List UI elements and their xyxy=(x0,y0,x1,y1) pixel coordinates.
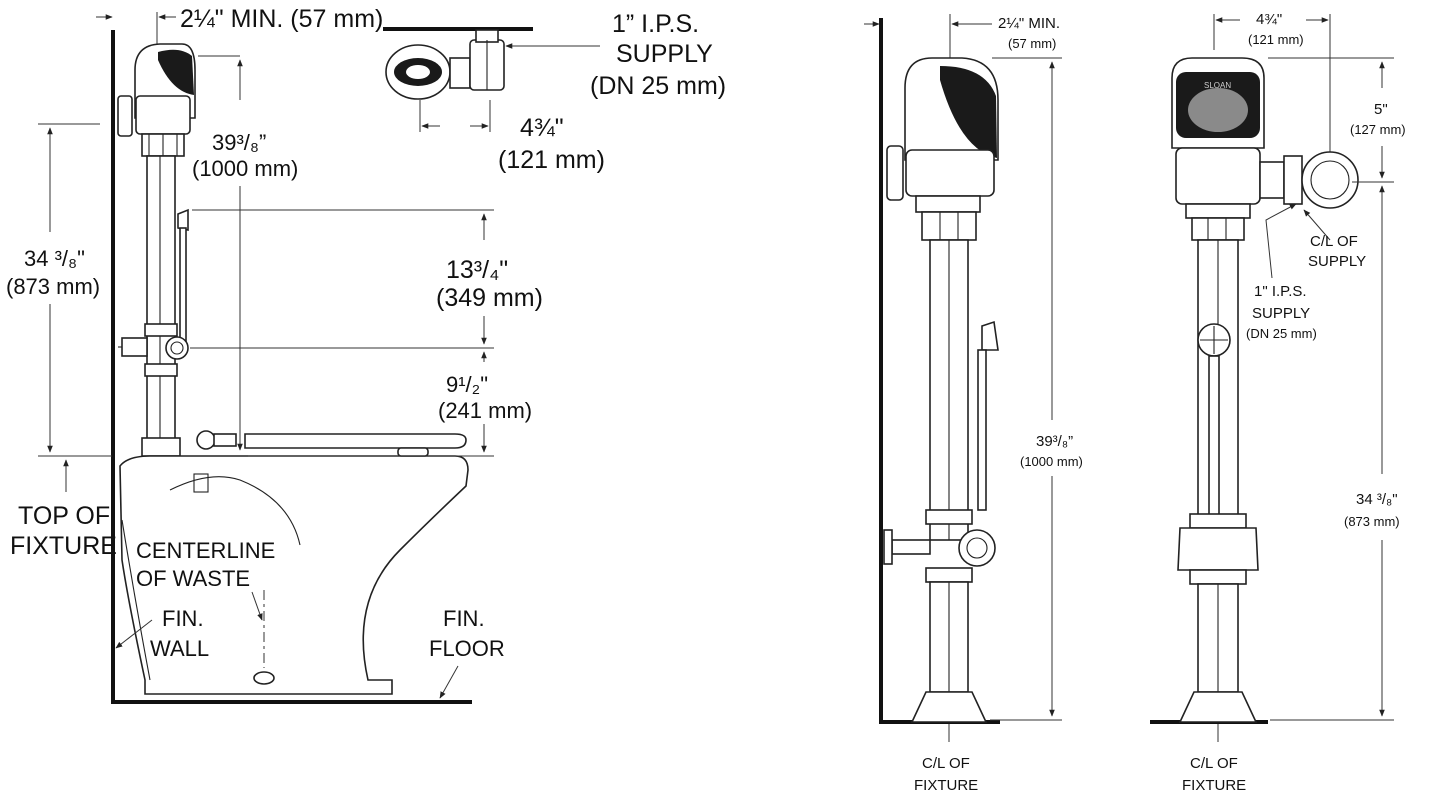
tube-height-in: 39³/₈” xyxy=(212,130,266,155)
centerline-1: CENTERLINE xyxy=(136,538,275,563)
seat-hinge xyxy=(196,430,216,450)
side-min-wall-in: 2¼" MIN. xyxy=(998,15,1060,32)
tube-height-mm: (1000 mm) xyxy=(192,156,298,181)
upper-dim-in: 13³/₄" xyxy=(446,256,508,284)
front-offset-mm: (121 mm) xyxy=(1248,32,1304,47)
supply-label-3: (DN 25 mm) xyxy=(590,72,726,100)
lower-dim-mm: (241 mm) xyxy=(438,398,532,423)
finished-wall-line xyxy=(111,30,472,704)
toilet-bowl xyxy=(119,430,469,695)
side-sensor-cover xyxy=(940,66,997,158)
side-view: 2¼" MIN. (57 mm) 39³/₈” (1000 mm) xyxy=(864,14,1083,794)
coupling-lower xyxy=(144,363,178,377)
coupling-upper xyxy=(144,323,178,337)
offset-in-label: 4¾" xyxy=(520,114,564,142)
spud-coupling xyxy=(141,437,181,457)
upper-dim-mm: (349 mm) xyxy=(436,284,543,312)
front-total-in: 34 ³/₈" xyxy=(1356,491,1398,508)
front-total-mm: (873 mm) xyxy=(1344,514,1400,529)
waste-outlet xyxy=(253,671,275,685)
sensor-cover xyxy=(158,49,194,95)
front-vacuum-breaker xyxy=(1177,527,1259,571)
front-view: 4¾" (121 mm) SLOAN 5" xyxy=(1150,11,1406,794)
side-cl-2: FIXTURE xyxy=(914,777,978,794)
offset-mm-label: (121 mm) xyxy=(498,146,605,174)
front-cl-supply-2: SUPPLY xyxy=(1308,253,1366,270)
side-spud xyxy=(910,691,988,723)
side-height-mm: (1000 mm) xyxy=(1020,454,1083,469)
front-sensor-lens xyxy=(1188,88,1248,132)
front-supply-1: 1" I.P.S. xyxy=(1254,283,1307,300)
wall-flange xyxy=(117,95,133,137)
flush-tube xyxy=(146,155,176,457)
top-fixture-1: TOP OF xyxy=(18,502,110,530)
flushometer-side xyxy=(117,43,196,457)
centerline-2: OF WASTE xyxy=(136,566,250,591)
front-supply-2: SUPPLY xyxy=(1252,305,1310,322)
valve-body xyxy=(135,95,191,135)
front-brand: SLOAN xyxy=(1204,81,1231,90)
front-cl-supply-1: C/L OF xyxy=(1310,233,1358,250)
handle-lever xyxy=(177,208,189,231)
vacuum-breaker xyxy=(165,336,189,360)
front-offset-in: 4¾" xyxy=(1256,11,1282,28)
stop-stem xyxy=(121,337,148,357)
side-min-wall-mm: (57 mm) xyxy=(1008,36,1056,51)
fin-floor-2: FLOOR xyxy=(429,636,505,661)
top-fixture-2: FIXTURE xyxy=(10,532,117,560)
fin-wall-1: FIN. xyxy=(162,606,204,631)
total-height-mm: (873 mm) xyxy=(6,274,100,299)
side-cl-1: C/L OF xyxy=(922,755,970,772)
front-cl-1: C/L OF xyxy=(1190,755,1238,772)
supply-top-view xyxy=(385,29,600,132)
front-supply-3: (DN 25 mm) xyxy=(1246,326,1317,341)
front-top-mm: (127 mm) xyxy=(1350,122,1406,137)
front-supply-circle xyxy=(1301,151,1359,209)
supply-label-1: 1” I.P.S. xyxy=(612,10,699,38)
fin-floor-1: FIN. xyxy=(443,606,485,631)
supply-label-2: SUPPLY xyxy=(616,40,713,68)
side-height-in: 39³/₈” xyxy=(1036,433,1073,450)
fin-wall-2: WALL xyxy=(150,636,209,661)
min-wall-label: 2¼" MIN. (57 mm) xyxy=(180,5,383,33)
front-top-in: 5" xyxy=(1374,101,1388,118)
front-cl-2: FIXTURE xyxy=(1182,777,1246,794)
left-installation-view: 2¼" MIN. (57 mm) xyxy=(6,5,726,704)
total-height-in: 34 ³/₈" xyxy=(24,246,85,271)
lower-dim-in: 9¹/₂" xyxy=(446,372,488,397)
side-vacuum-breaker xyxy=(958,529,996,567)
front-spud xyxy=(1178,691,1258,723)
toilet-seat xyxy=(244,433,467,449)
